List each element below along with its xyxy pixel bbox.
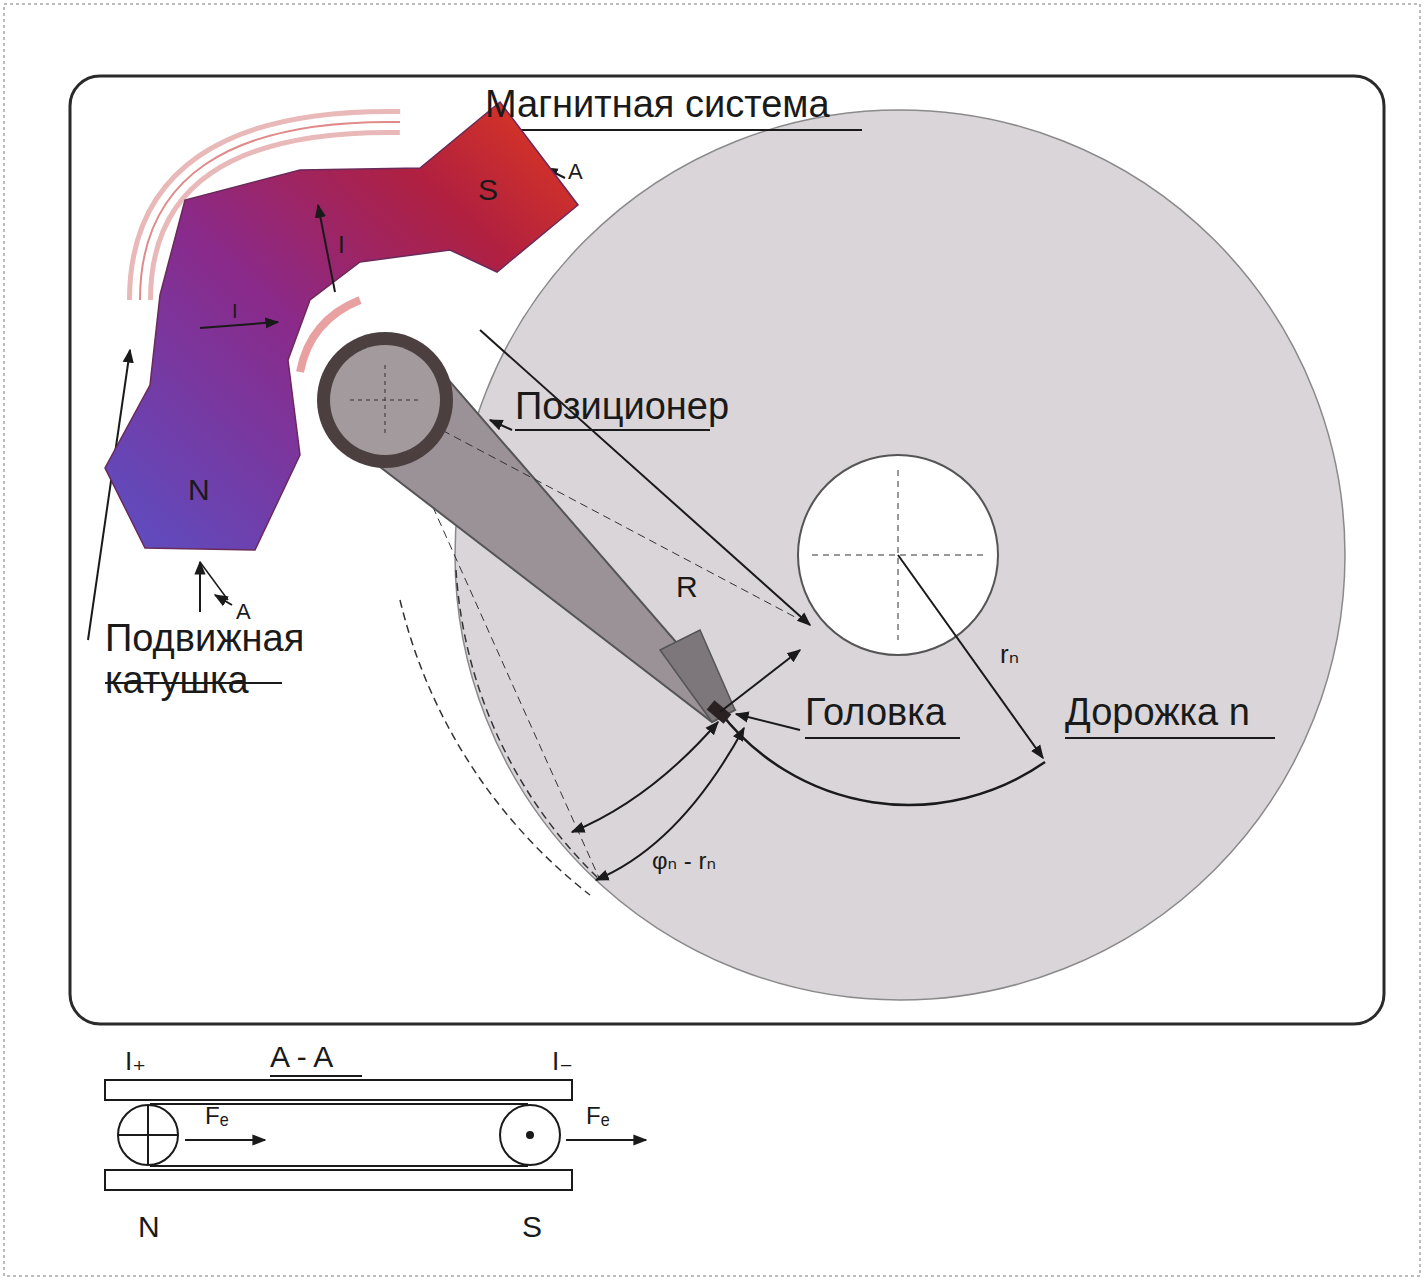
- section-title: A - A: [270, 1040, 333, 1073]
- part-label: Головка: [805, 692, 946, 734]
- title-label: Магнитная система: [485, 84, 830, 126]
- current-label: I: [232, 300, 238, 322]
- pole-letter: S: [478, 175, 498, 205]
- part-label: Дорожка n: [1065, 692, 1250, 734]
- current-label: I₋: [552, 1047, 573, 1076]
- force-label: Fₑ: [205, 1103, 229, 1129]
- dimension-label: R: [676, 570, 698, 603]
- current-label: I₊: [125, 1047, 146, 1076]
- pole-letter: N: [188, 475, 210, 505]
- part-label: Подвижная катушка: [105, 618, 305, 702]
- part-label: Позиционер: [515, 386, 729, 428]
- pole-letter: S: [522, 1210, 542, 1243]
- dimension-label: rₙ: [1000, 640, 1019, 669]
- section-mark: A: [568, 160, 583, 184]
- pole-letter: N: [138, 1210, 160, 1243]
- dimension-label: φₙ - rₙ: [652, 848, 716, 874]
- magnet-system: SN: [100, 90, 590, 560]
- magnet-shape: [100, 90, 590, 560]
- force-label: Fₑ: [586, 1103, 610, 1129]
- current-label: I: [338, 232, 345, 258]
